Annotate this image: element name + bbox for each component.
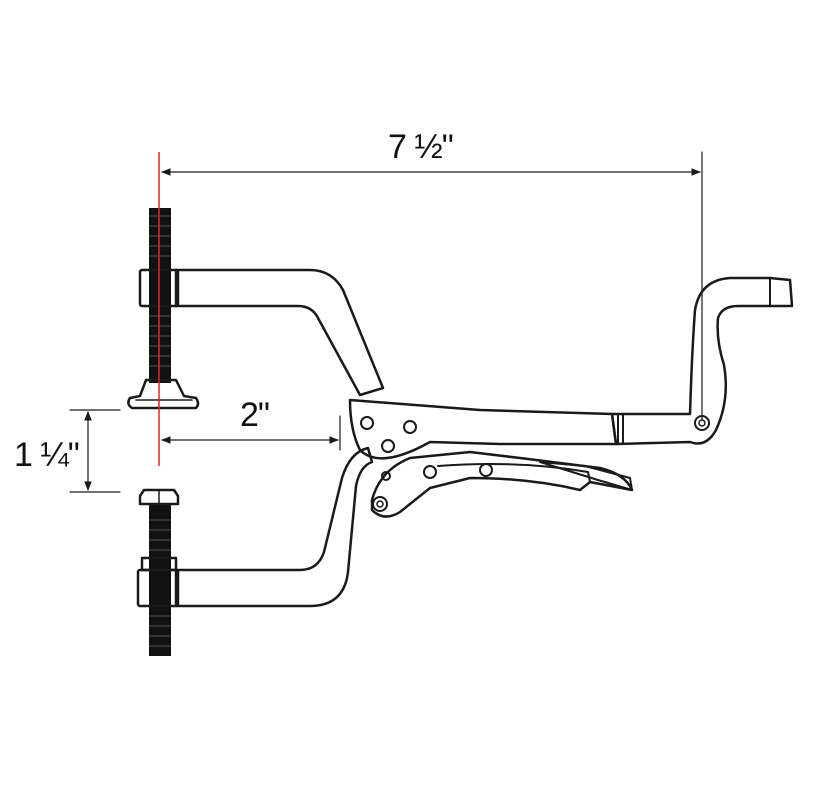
hex-bolt-head (138, 488, 180, 506)
lower-collar (136, 568, 180, 608)
upper-handle (348, 276, 794, 460)
rivet (423, 465, 437, 479)
jaw-opening-dimension: 1 ¼" (14, 409, 121, 493)
lower-thread-rod (149, 504, 171, 656)
rivet (403, 420, 417, 434)
upper-thread-rod (149, 208, 171, 383)
upper-jaw-frame (127, 208, 385, 410)
swivel-pad (127, 378, 200, 410)
throat-depth-label: 2" (240, 396, 269, 434)
overall-length-label: 7 ½" (388, 128, 453, 166)
release-lever-pivot (381, 471, 391, 481)
rivet (479, 463, 493, 477)
rivet (381, 439, 395, 453)
rivet (360, 416, 374, 430)
lower-jaw-frame (136, 446, 374, 656)
jaw-opening-label: 1 ¼" (14, 436, 79, 474)
throat-depth-dimension: 2" (161, 396, 341, 451)
lower-handle (370, 450, 634, 518)
overall-length-dimension: 7 ½" (161, 128, 703, 421)
rivet (372, 496, 388, 512)
